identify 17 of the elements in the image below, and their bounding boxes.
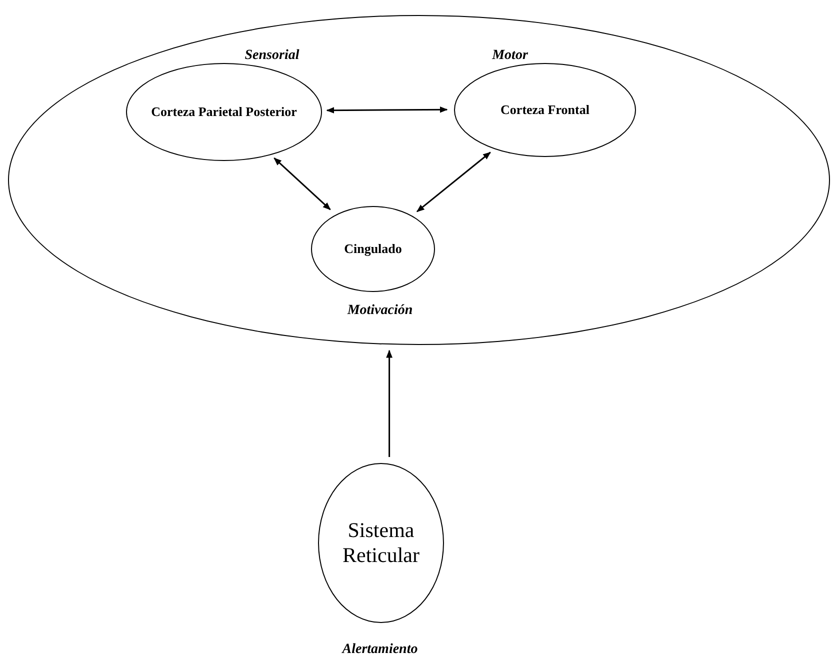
node-ellipse xyxy=(311,206,435,292)
region-caption: Motivación xyxy=(347,303,413,319)
node-ellipse xyxy=(454,63,636,157)
node-ellipse xyxy=(126,63,322,161)
node-label: Corteza Parietal Posterior xyxy=(151,104,297,120)
arrow xyxy=(416,152,491,212)
arrow xyxy=(274,158,331,210)
node-ellipse xyxy=(318,463,444,623)
arrow xyxy=(326,106,448,114)
region-ellipse xyxy=(8,15,830,345)
node-label: Cingulado xyxy=(344,241,402,257)
node-label: Corteza Frontal xyxy=(500,102,590,118)
region-caption: Sensorial xyxy=(244,48,300,64)
region-caption: Alertamiento xyxy=(342,642,418,658)
region-caption: Motor xyxy=(492,48,528,64)
arrow xyxy=(386,350,392,457)
node-label: Sistema Reticular xyxy=(342,518,420,568)
